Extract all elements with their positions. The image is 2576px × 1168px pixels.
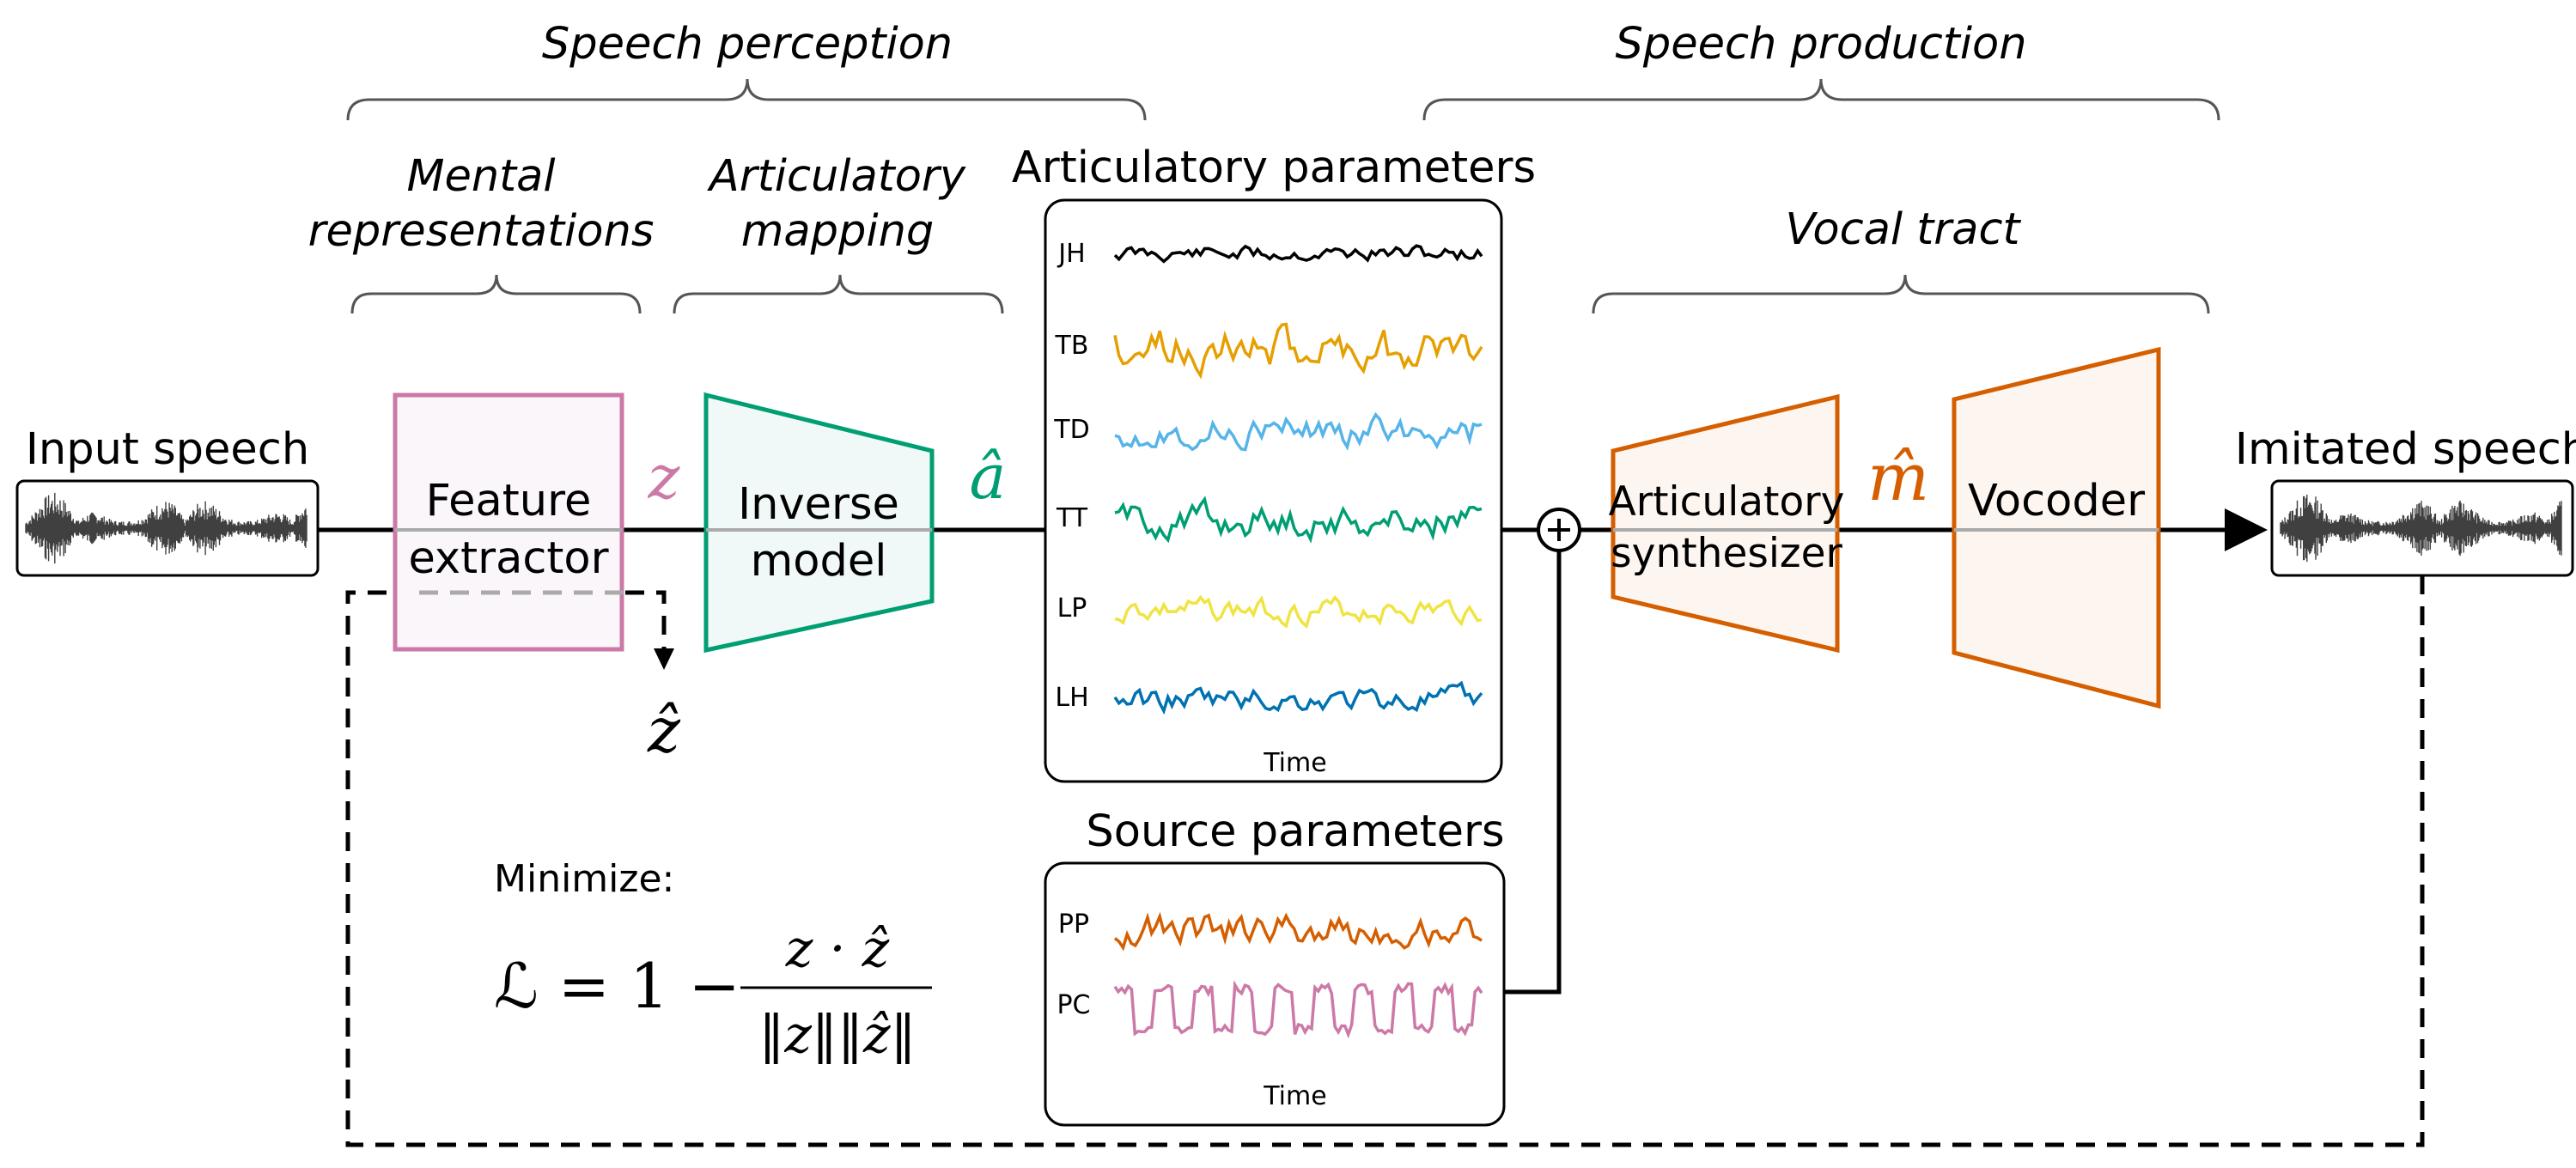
articulatory-mapping-brace [673, 274, 1004, 314]
m-hat-variable: m̂ [1867, 439, 1929, 515]
loss-denominator: ‖z‖‖ẑ‖ [758, 1005, 916, 1065]
channel-label-pc: PC [1057, 990, 1090, 1020]
channel-label-tt: TT [1056, 503, 1088, 533]
minimize-label: Minimize: [494, 857, 674, 901]
z-hat-variable: ẑ [647, 694, 681, 766]
loss-numerator: z · ẑ [785, 919, 890, 979]
z-variable: z [648, 442, 681, 513]
trace-tb [1113, 322, 1483, 380]
channel-label-lh: LH [1055, 683, 1088, 713]
articulatory-synthesizer-label-line2: synthesizer [1611, 530, 1842, 577]
speech-production-brace [1422, 78, 2220, 121]
trace-pc [1113, 980, 1483, 1039]
feedback-to-z-hat-line [625, 590, 667, 653]
articulatory-parameters-panel [1044, 198, 1503, 783]
vocal-tract-brace [1592, 274, 2210, 314]
articulatory-mapping-label-line1: Articulatory [707, 151, 966, 202]
inverse-model-label-line1: Inverse [738, 479, 899, 530]
plus-icon [1548, 519, 1570, 541]
speech-production-label: Speech production [1615, 19, 2026, 70]
trace-pp [1113, 911, 1483, 952]
feedback-loop-line [345, 575, 2425, 1147]
imitated-speech-waveform [2280, 494, 2562, 563]
vocoder-label: Vocoder [1968, 476, 2145, 526]
mental-representations-label-line1: Mental [406, 151, 555, 202]
feedback-arrowhead [654, 648, 674, 670]
channel-label-td: TD [1053, 415, 1089, 445]
trace-lp [1114, 594, 1483, 629]
mental-representations-brace [350, 274, 642, 314]
articulatory-parameters-title: Articulatory parameters [1012, 143, 1536, 193]
input-speech-waveform [25, 492, 308, 564]
vocal-tract-label: Vocal tract [1785, 204, 2021, 255]
speech-perception-brace [346, 78, 1147, 121]
articulatory-time-label: Time [1263, 748, 1326, 778]
articulatory-synthesizer-block [1611, 393, 1840, 654]
trace-tt [1114, 496, 1483, 544]
input-speech-label: Input speech [26, 424, 309, 475]
feature-extractor-block [393, 392, 624, 652]
trace-lh [1113, 680, 1483, 715]
inverse-model-label-line2: model [751, 536, 887, 587]
source-parameters-title: Source parameters [1086, 806, 1504, 857]
channel-label-lp: LP [1057, 593, 1087, 624]
trace-td [1114, 411, 1483, 452]
inverse-model-block [703, 392, 935, 654]
vocoder-block [1952, 346, 2161, 709]
loss-lhs: ℒ = 1 − [494, 950, 740, 1022]
source-time-label: Time [1263, 1081, 1326, 1111]
channel-label-jh: JH [1057, 239, 1085, 269]
a-hat-variable: â [970, 441, 1007, 513]
speech-perception-label: Speech perception [542, 19, 953, 70]
channel-label-tb: TB [1055, 331, 1089, 361]
trace-jh [1113, 244, 1483, 264]
mental-representations-label-line2: representations [308, 206, 655, 257]
imitated-speech-label: Imitated speech [2235, 424, 2576, 475]
channel-label-pp: PP [1058, 909, 1089, 940]
source-to-sum-line [1504, 551, 1562, 995]
articulatory-mapping-label-line2: mapping [741, 206, 935, 257]
feature-extractor-label-line2: extractor [408, 533, 608, 584]
articulatory-synthesizer-label-line1: Articulatory [1609, 478, 1845, 526]
feature-extractor-label-line1: Feature [426, 476, 592, 526]
